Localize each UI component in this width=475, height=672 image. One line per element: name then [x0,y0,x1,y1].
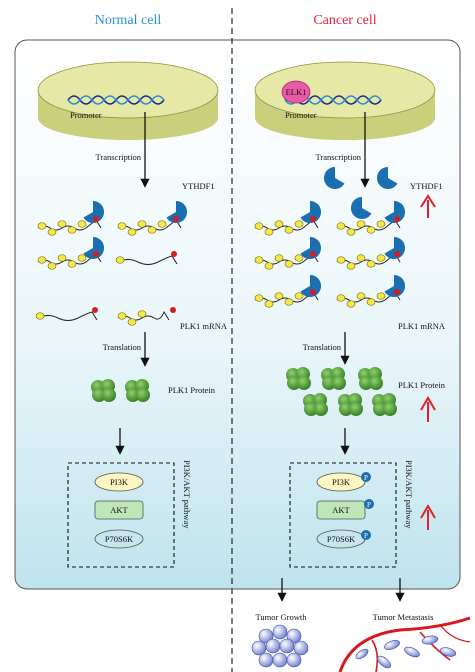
pi3k-node-cancer [316,472,366,492]
p70s6k-label-cancer: P70S6K [327,534,356,544]
promoter-label-normal: Promoter [70,110,102,120]
transcription-label-cancer: Transcription [316,152,362,162]
header-cancer-cell: Cancer cell [313,13,376,28]
akt-node-cancer [316,500,366,520]
pathway-label-cancer: PI3K/AKT pathway [404,460,414,529]
transcription-label-normal: Transcription [96,152,142,162]
mrna-group-cancer [254,219,401,303]
pathway-up-arrow [420,504,436,530]
plk1-mrna-label-cancer: PLK1 mRNA [398,321,446,331]
plk1-protein-label-cancer: PLK1 Protein [398,380,446,390]
header-normal-cell: Normal cell [95,13,162,28]
pathway-box-cancer [289,462,397,568]
m6a-sites-normal [92,216,179,313]
m6a-sites-cancer [310,216,400,295]
p70s6k-node-normal [94,529,144,549]
tumor-metastasis-illustration [338,616,471,672]
ythdf1-up-arrow [420,194,436,218]
akt-label-cancer: AKT [332,505,350,515]
dna-helix-normal [67,95,165,105]
akt-label-normal: AKT [110,505,128,515]
pathway-box-normal [67,462,175,568]
pathway-label-normal: PI3K/AKT pathway [182,460,192,529]
ythdf1-label-cancer: YTHDF1 [410,181,443,191]
nucleus-normal [37,61,219,140]
svg-text:ELK1: ELK1 [286,87,307,97]
nucleus-cancer [254,61,436,140]
ythdf1-label-normal: YTHDF1 [182,181,215,191]
pi3k-label-normal: PI3K [110,477,129,487]
translation-label-cancer: Translation [303,342,342,352]
pi3k-node-normal [94,472,144,492]
promoter-label-cancer: Promoter [285,110,317,120]
elk1-factor: ELK1 [281,80,311,104]
svg-text:P: P [364,532,368,540]
plk1-protein-up-arrow [420,396,436,422]
pi3k-label-cancer: PI3K [332,477,351,487]
tumor-growth-cluster [251,624,309,668]
svg-text:P: P [367,501,371,509]
mrna-group-normal [37,219,182,321]
p70s6k-label-normal: P70S6K [105,534,134,544]
plk1-mrna-label-normal: PLK1 mRNA [180,321,228,331]
tumor-metastasis-label: Tumor Metastasis [373,612,434,622]
phospho-markers: P P P [361,472,374,540]
akt-node-normal [94,500,144,520]
svg-text:P: P [364,474,368,482]
tumor-growth-label: Tumor Growth [256,612,308,622]
plk1-protein-label-normal: PLK1 Protein [168,385,216,395]
translation-label-normal: Translation [103,342,142,352]
